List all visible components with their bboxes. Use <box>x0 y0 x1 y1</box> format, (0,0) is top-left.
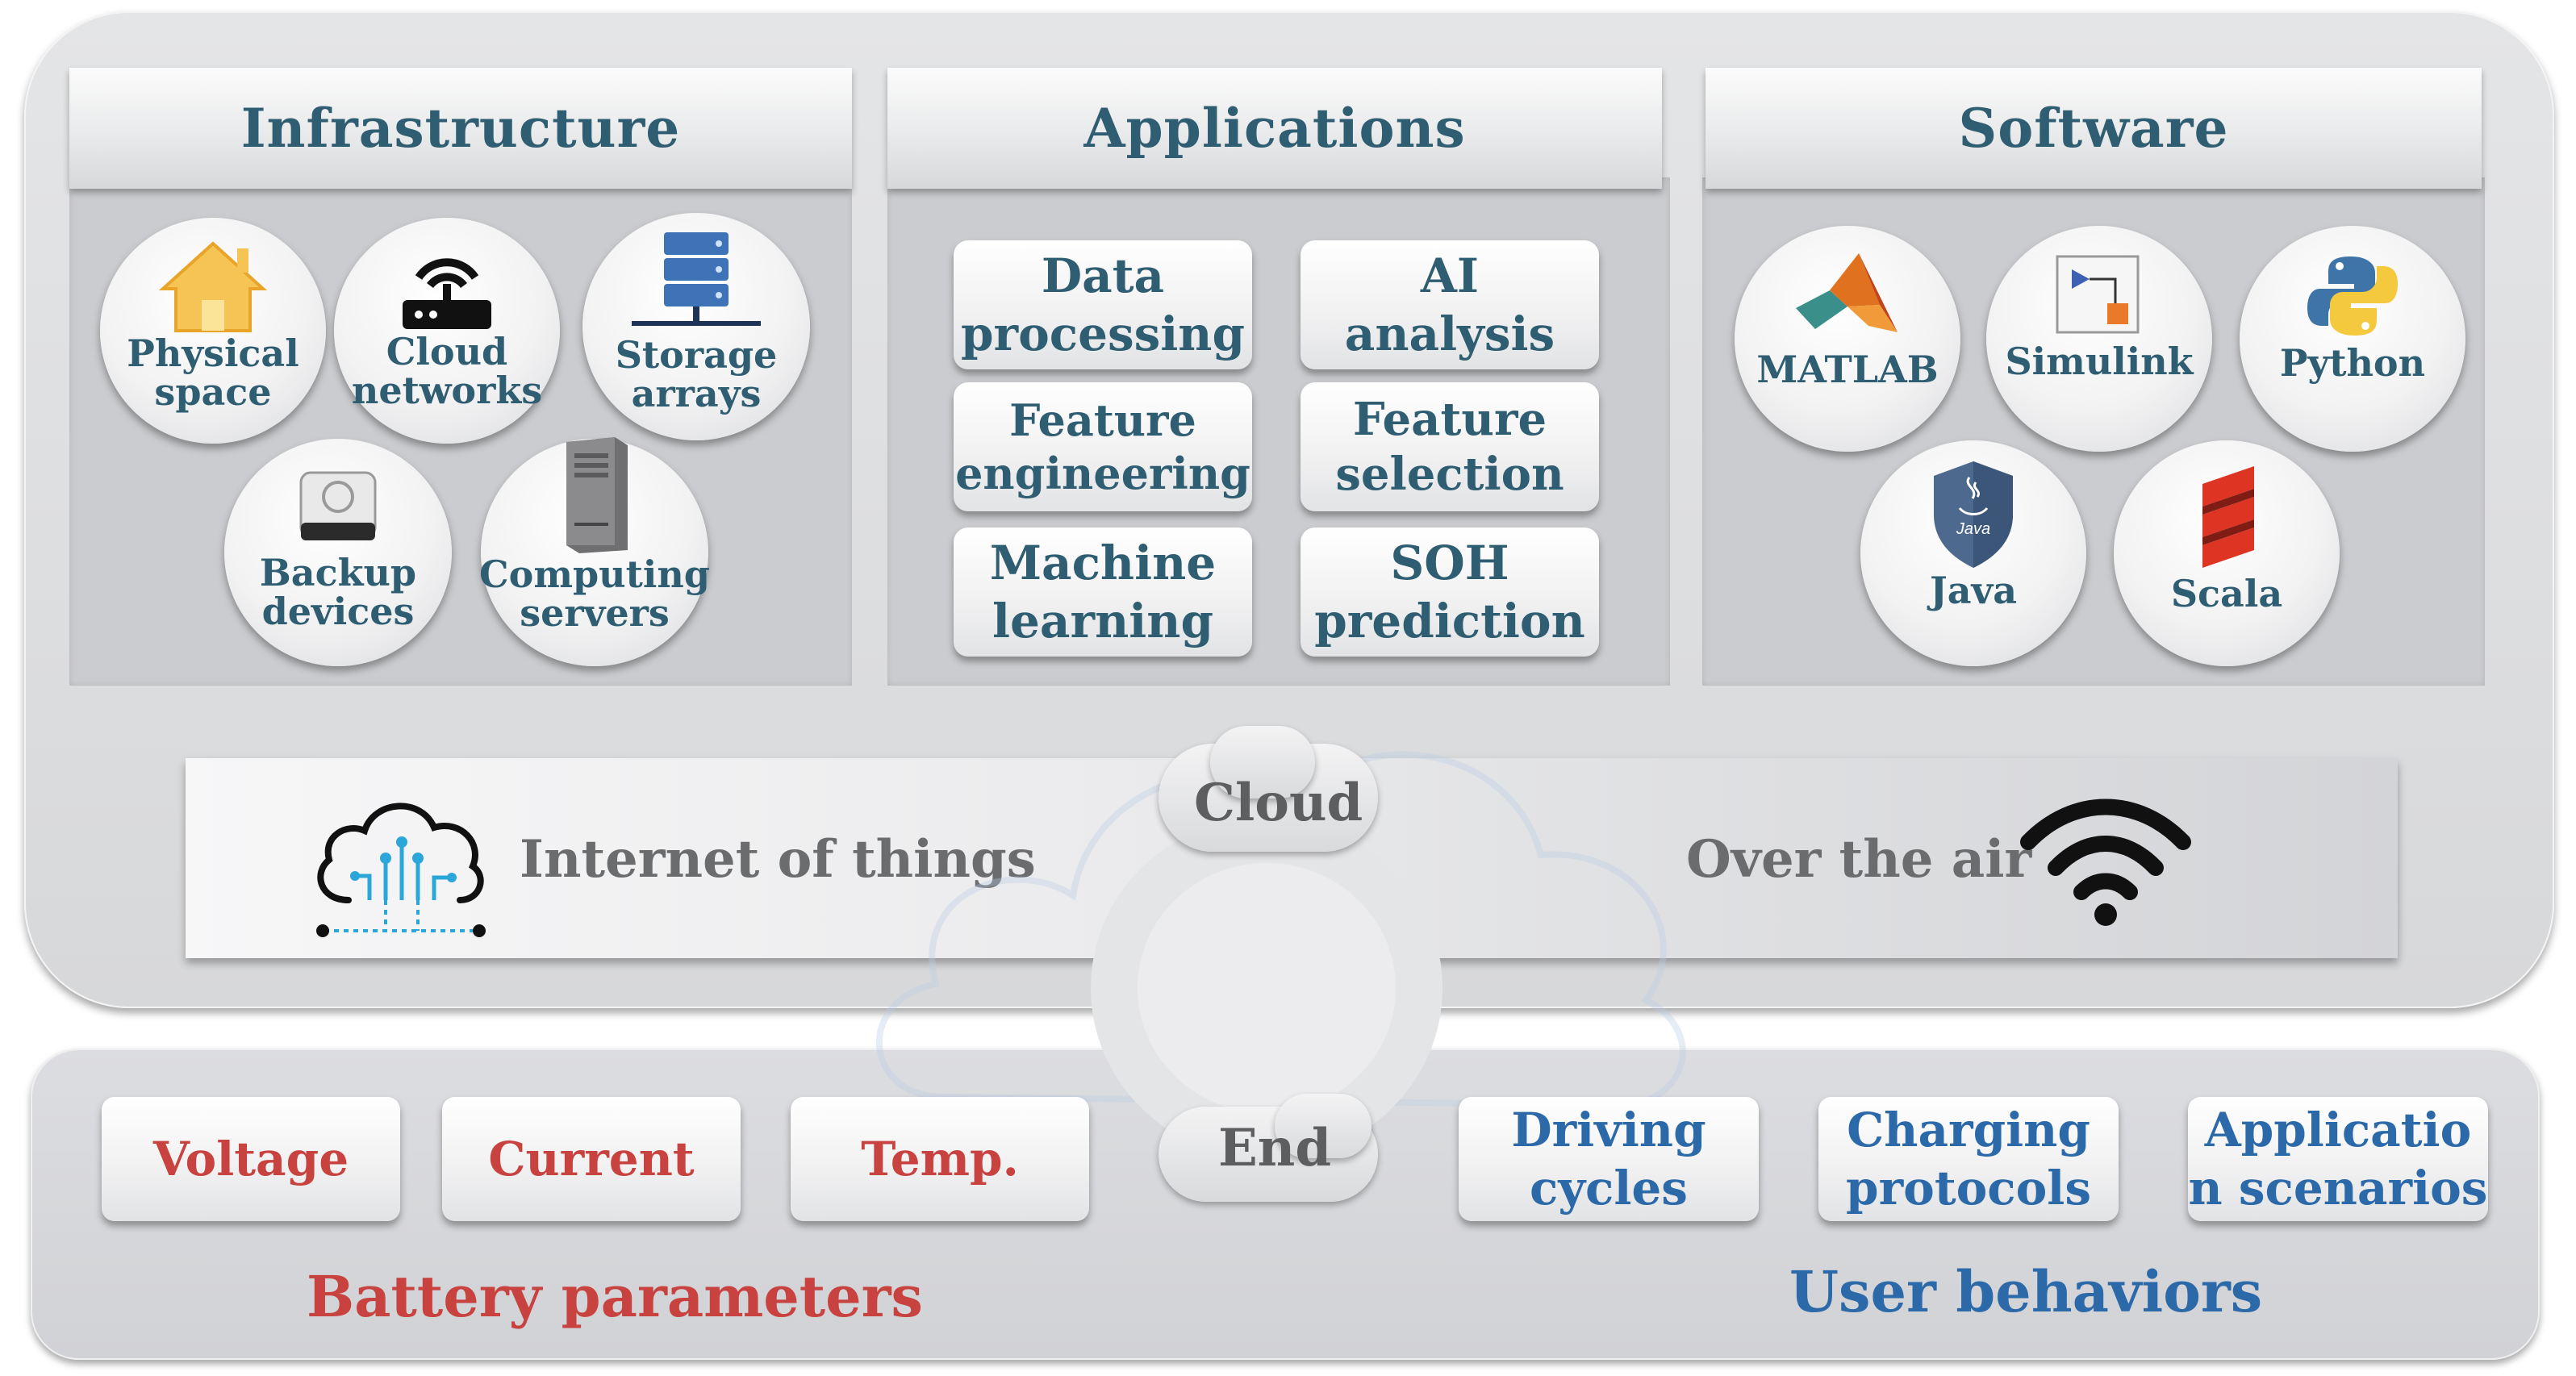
applications-header: Applications <box>887 68 1662 189</box>
matlab-icon <box>1796 253 1898 332</box>
charging-protocols-card: Charging protocols <box>1818 1097 2119 1221</box>
physical-space-node: Physical space <box>100 218 326 444</box>
data-processing-card: Data processing <box>954 240 1252 369</box>
wifi-icon <box>2020 798 2191 926</box>
voltage-card: Voltage <box>102 1097 400 1221</box>
circuit-cloud-icon <box>316 803 486 937</box>
storage-arrays-node: Storage arrays <box>582 213 810 440</box>
ota-label: Over the air <box>1686 829 2032 890</box>
hard-drive-icon <box>299 471 377 540</box>
application-scenarios-card: Applicatio n scenarios <box>2188 1097 2488 1221</box>
python-node: Python <box>2240 226 2465 452</box>
server-rack-icon <box>632 232 761 326</box>
storage-arrays-label: Storage arrays <box>615 333 778 415</box>
cloud-label: Cloud <box>1194 773 1363 833</box>
temp-label: Temp. <box>861 1132 1019 1186</box>
scala-icon <box>2202 466 2254 568</box>
current-card: Current <box>442 1097 741 1221</box>
matlab-node: MATLAB <box>1735 226 1960 452</box>
computing-servers-label: Computing servers <box>479 552 710 635</box>
java-icon: Java <box>1934 461 2013 568</box>
feature-engineering-label: Feature engineering <box>955 394 1250 499</box>
svg-text:Java: Java <box>1956 520 1990 538</box>
matlab-label: MATLAB <box>1756 348 1939 391</box>
voltage-label: Voltage <box>152 1132 349 1186</box>
applications-title: Applications <box>1083 97 1466 160</box>
infrastructure-header: Infrastructure <box>69 68 852 189</box>
data-processing-label: Data processing <box>960 248 1246 361</box>
machine-learning-label: Machine learning <box>989 536 1217 648</box>
simulink-label: Simulink <box>2005 340 2194 383</box>
router-icon <box>403 258 491 329</box>
iot-label: Internet of things <box>520 829 1036 890</box>
soh-prediction-label: SOH prediction <box>1314 536 1585 648</box>
backup-devices-node: Backup devices <box>224 439 452 666</box>
cloud-networks-node: Cloud networks <box>334 218 560 444</box>
end-label: End <box>1218 1118 1332 1178</box>
feature-selection-card: Feature selection <box>1301 382 1599 511</box>
soh-prediction-card: SOH prediction <box>1301 527 1599 657</box>
current-label: Current <box>488 1132 695 1186</box>
temp-card: Temp. <box>791 1097 1089 1221</box>
machine-learning-card: Machine learning <box>954 527 1252 657</box>
java-label: Java <box>1929 569 2018 612</box>
ai-analysis-card: AI analysis <box>1301 240 1599 369</box>
tower-server-icon <box>566 437 628 553</box>
python-icon <box>2307 256 2398 336</box>
scala-node: Scala <box>2114 440 2340 666</box>
user-behaviors-title: User behaviors <box>1789 1258 2263 1325</box>
driving-cycles-card: Driving cycles <box>1459 1097 1759 1221</box>
scala-label: Scala <box>2170 572 2283 615</box>
backup-devices-label: Backup devices <box>259 551 417 633</box>
python-label: Python <box>2279 341 2426 385</box>
charging-protocols-label: Charging protocols <box>1846 1103 2091 1215</box>
ai-analysis-label: AI analysis <box>1344 248 1555 361</box>
java-node: Java Java <box>1860 440 2086 666</box>
feature-engineering-card: Feature engineering <box>954 382 1252 511</box>
computing-servers-node: Computing servers <box>479 437 710 666</box>
infrastructure-title: Infrastructure <box>240 97 681 160</box>
software-header: Software <box>1706 68 2482 189</box>
physical-space-label: Physical space <box>127 331 299 414</box>
feature-selection-label: Feature selection <box>1335 393 1564 501</box>
simulink-node: Simulink <box>1986 226 2212 452</box>
cloud-bubble-top <box>1210 726 1315 798</box>
application-scenarios-label: Applicatio n scenarios <box>2188 1103 2488 1215</box>
house-icon <box>158 241 268 332</box>
end-bubble-top <box>1275 1094 1372 1158</box>
cloud-networks-label: Cloud networks <box>351 330 543 412</box>
simulink-icon <box>2056 255 2140 334</box>
software-title: Software <box>1958 97 2229 160</box>
battery-parameters-title: Battery parameters <box>307 1263 923 1330</box>
driving-cycles-label: Driving cycles <box>1511 1103 1706 1215</box>
cloud-end-loop-icon <box>1091 817 1442 1159</box>
